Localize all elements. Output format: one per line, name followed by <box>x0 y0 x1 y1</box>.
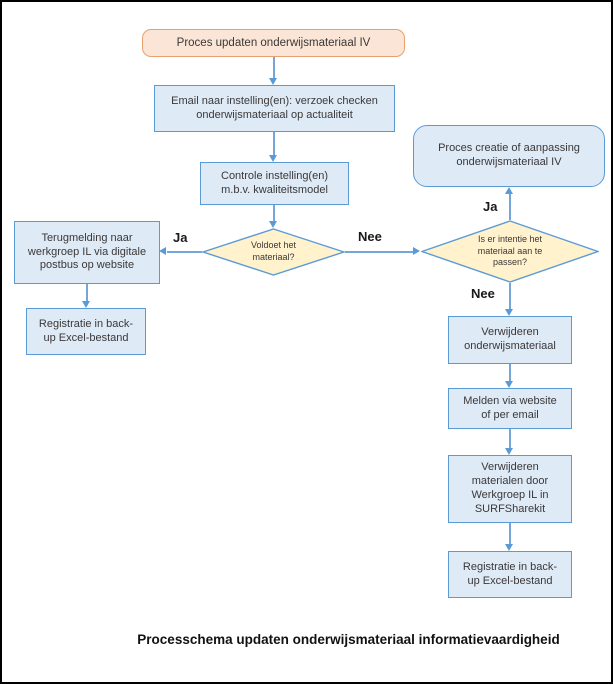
diamond-shape <box>421 220 599 283</box>
diagram-caption: Processchema updaten onderwijsmateriaal … <box>137 632 560 647</box>
connector-line <box>509 194 511 220</box>
arrowhead-down <box>505 544 513 551</box>
connector-line <box>273 205 275 221</box>
arrowhead-right <box>413 247 420 255</box>
connector-line <box>273 132 275 155</box>
edge-label-ja-links: Ja <box>173 230 188 245</box>
arrowhead-down <box>82 301 90 308</box>
registratie-rechts-process-node: Registratie in back-up Excel-bestand <box>448 551 572 598</box>
arrowhead-down <box>505 381 513 388</box>
arrowhead-down <box>269 155 277 162</box>
connector-line <box>509 429 511 448</box>
controle-process-node: Controle instelling(en)m.b.v. kwaliteits… <box>200 162 349 205</box>
connector-line <box>509 523 511 544</box>
arrowhead-left <box>159 247 166 255</box>
diamond-shape <box>202 228 345 276</box>
edge-label-nee-onder: Nee <box>471 286 495 301</box>
edge-label-nee-rechts: Nee <box>358 229 382 244</box>
arrowhead-down <box>505 309 513 316</box>
connector-line <box>86 284 88 301</box>
arrowhead-up <box>505 187 513 194</box>
connector-line <box>509 364 511 381</box>
arrowhead-down <box>269 78 277 85</box>
arrowhead-down <box>269 221 277 228</box>
connector-line <box>345 251 413 253</box>
connector-line <box>273 57 275 78</box>
connector-line <box>509 283 511 309</box>
email-process-node: Email naar instelling(en): verzoek check… <box>154 85 395 132</box>
arrowhead-down <box>505 448 513 455</box>
registratie-links-process-node: Registratie in back-up Excel-bestand <box>26 308 146 355</box>
edge-label-ja-boven: Ja <box>483 199 498 214</box>
start-node: Proces updaten onderwijsmateriaal IV <box>142 29 405 57</box>
connector-line <box>167 251 202 253</box>
